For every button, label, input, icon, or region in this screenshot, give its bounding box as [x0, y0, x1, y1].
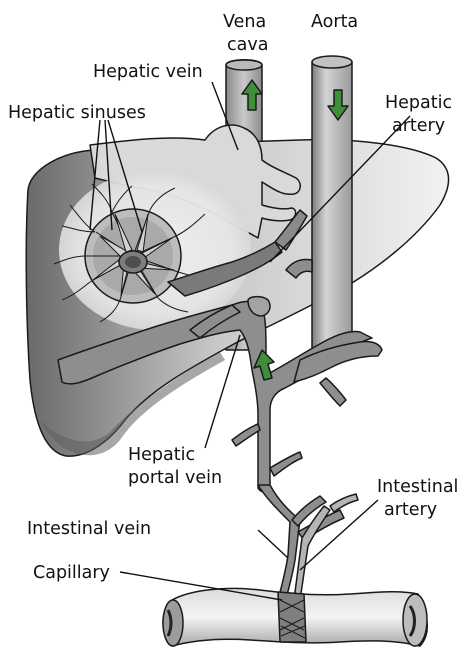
intestinal-artery-label-line1: Intestinal [377, 477, 458, 497]
capillary-label: Capillary [33, 563, 110, 583]
portal-vein-label-line2: portal vein [128, 468, 222, 488]
hepatic-vein-label: Hepatic vein [93, 62, 203, 82]
hepatic-artery-label-line1: Hepatic [385, 93, 452, 113]
intestine [163, 588, 427, 646]
vena-cava-label-line1: Vena [223, 12, 266, 32]
aorta-label: Aorta [311, 12, 358, 32]
intestinal-artery-label-line2: artery [384, 500, 437, 520]
hepatic-sinuses-label: Hepatic sinuses [8, 103, 146, 123]
intestinal-vein-label: Intestinal vein [27, 519, 151, 539]
hepatic-artery-label-line2: artery [392, 116, 445, 136]
vena-cava-label-line2: cava [227, 35, 268, 55]
portal-vein-label-line1: Hepatic [128, 445, 195, 465]
intestinal-vessels [258, 485, 358, 600]
